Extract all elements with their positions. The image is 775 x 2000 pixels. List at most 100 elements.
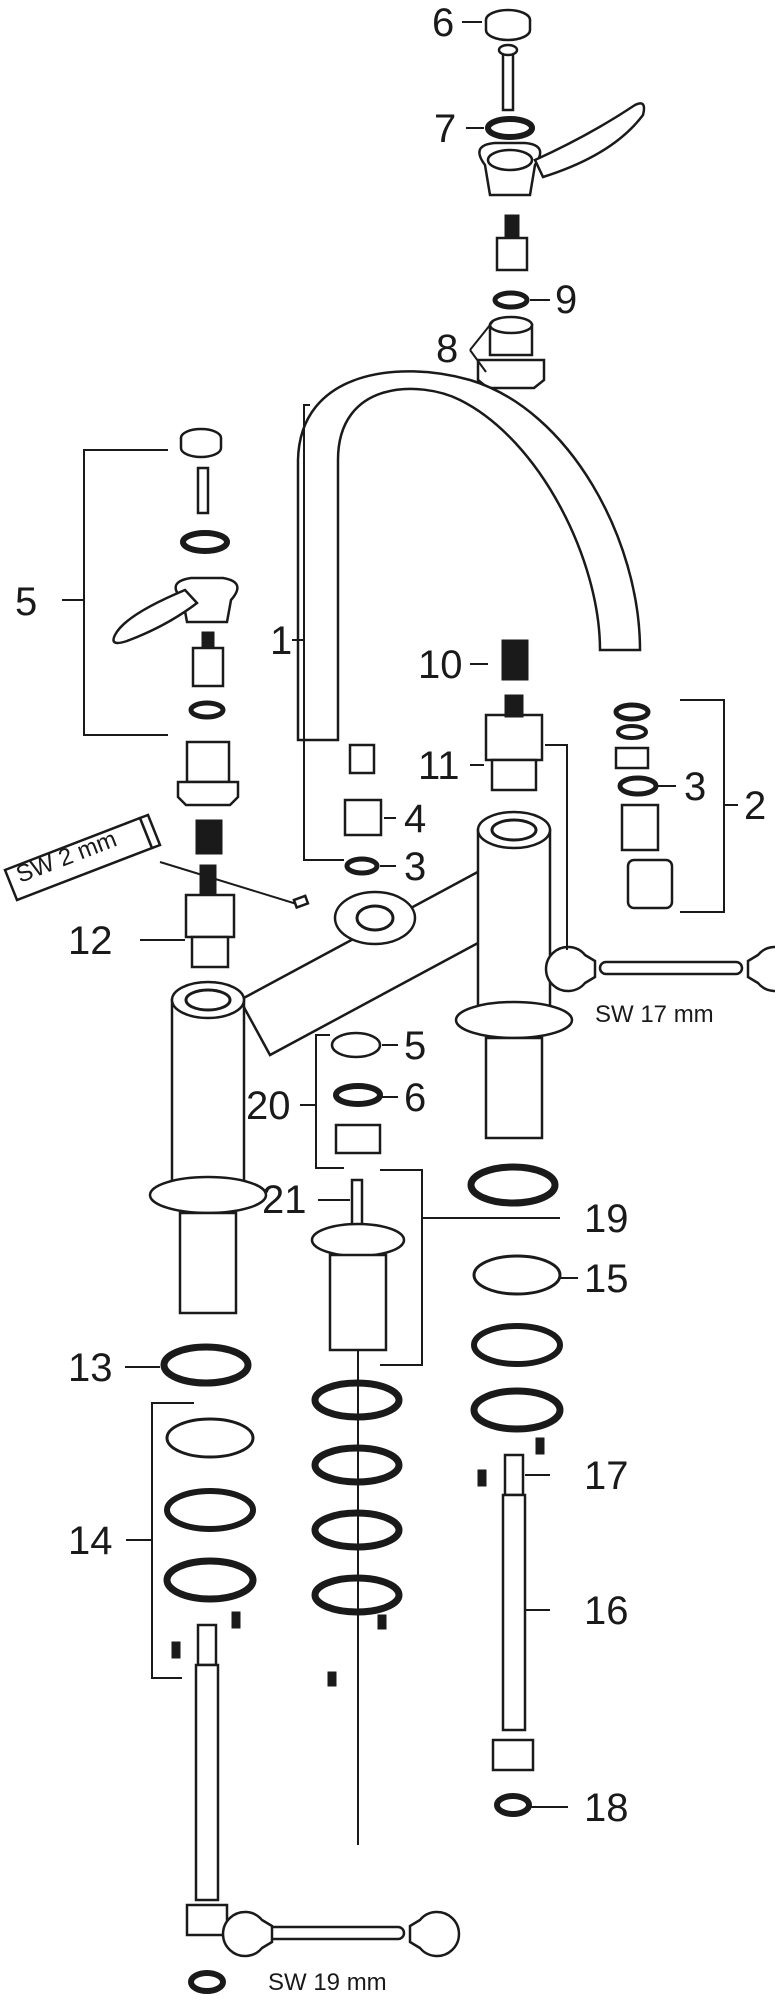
drain-thread-body xyxy=(328,1253,388,1352)
screw-top-head xyxy=(497,43,519,57)
bracket-5-left xyxy=(83,449,168,736)
left-thread-shank xyxy=(178,1211,238,1315)
wrench-lower-jaw-right xyxy=(408,1910,461,1958)
left-base-flange xyxy=(148,1175,268,1215)
adapter-left xyxy=(191,646,225,688)
hex-key-tool: SW 2 mm xyxy=(3,813,310,910)
wrench-lower-body xyxy=(260,1925,406,1941)
screw-top xyxy=(501,48,515,112)
left-riser-top-inner xyxy=(184,988,232,1012)
left-hose-nut xyxy=(185,1903,229,1937)
part-6-oring-center xyxy=(333,1083,383,1107)
right-thread-shank xyxy=(484,1036,544,1140)
aerator-washer-1 xyxy=(613,702,651,722)
wrench-upper-jaw-right xyxy=(746,945,775,993)
cartridge-11-base xyxy=(490,758,538,792)
left-washer-1 xyxy=(165,1417,255,1459)
handle-hub-top-ring xyxy=(486,148,534,172)
part-16-hose xyxy=(501,1493,527,1732)
callout-19: 19 xyxy=(584,1197,629,1241)
left-screw-1 xyxy=(231,1611,241,1629)
callout-15: 15 xyxy=(584,1257,629,1301)
wrench-upper-body xyxy=(598,960,744,976)
left-washer-2 xyxy=(164,1488,256,1532)
part-17-fitting xyxy=(503,1453,525,1497)
hex-base-left xyxy=(176,780,240,807)
right-hose-nut xyxy=(491,1738,535,1772)
aerator-washer-2 xyxy=(616,724,648,740)
center-screw-1 xyxy=(377,1614,387,1630)
oring-left-lower xyxy=(188,700,226,720)
part-13-gasket xyxy=(160,1343,252,1387)
callout-16: 16 xyxy=(584,1589,629,1633)
left-mounting-stack xyxy=(160,1343,257,1994)
right-plate xyxy=(470,1387,564,1433)
set-screw xyxy=(292,894,310,910)
bracket-19 xyxy=(380,1169,423,1366)
right-riser-top-inner xyxy=(490,818,538,842)
left-screw-2 xyxy=(171,1641,181,1659)
cartridge-11 xyxy=(484,713,544,762)
drain-flange xyxy=(310,1222,406,1258)
part-4-filter xyxy=(343,798,383,837)
aerator-body xyxy=(620,803,660,852)
callout-14: 14 xyxy=(68,1519,113,1563)
hex-key-bend xyxy=(138,813,162,850)
callout-13: 13 xyxy=(68,1346,113,1390)
callout-20: 20 xyxy=(246,1084,291,1128)
callout-numbers: 6 7 9 8 1 4 3 5 10 11 12 2 3 5 6 20 21 1… xyxy=(15,1,766,1830)
spout-group xyxy=(296,370,642,876)
bracket-14 xyxy=(151,1402,194,1679)
callout-7: 7 xyxy=(434,107,456,151)
center-seal-3 xyxy=(311,1509,403,1551)
bridge-center-port-inner xyxy=(355,904,395,932)
center-drain xyxy=(310,1031,406,1845)
callout-6-center: 6 xyxy=(404,1076,426,1120)
callout-3-left: 3 xyxy=(404,845,426,889)
nut-left xyxy=(185,740,231,784)
callout-1: 1 xyxy=(270,619,292,663)
right-riser-top xyxy=(476,810,552,850)
wrench-upper-label: SW 17 mm xyxy=(595,1001,714,1028)
callout-9: 9 xyxy=(555,278,577,322)
oring-9 xyxy=(492,290,530,310)
callout-5-left: 5 xyxy=(15,580,37,624)
top-handle-assembly xyxy=(476,8,646,390)
center-screw-2 xyxy=(327,1671,337,1687)
part-3-oring-right xyxy=(617,775,659,797)
faucet-body xyxy=(148,810,574,1315)
aerator-housing xyxy=(626,858,674,910)
aerator-insert xyxy=(614,746,650,770)
callout-10: 10 xyxy=(418,643,463,687)
center-seal-1 xyxy=(311,1379,403,1421)
cartridges xyxy=(184,639,544,969)
left-hose xyxy=(194,1663,220,1902)
oring-7 xyxy=(485,116,535,140)
callout-2: 2 xyxy=(744,784,766,828)
wrench-upper-jaw-left xyxy=(544,945,597,993)
cartridge-12-base xyxy=(190,935,230,969)
wrench-upper: SW 17 mm xyxy=(544,945,775,1028)
part-3-oring-left xyxy=(344,856,380,876)
leader-lines xyxy=(62,21,738,1808)
wrench-lower-jaw-left xyxy=(221,1910,274,1958)
cap-6-top-side xyxy=(484,20,532,42)
lever-left xyxy=(112,588,199,645)
right-base-flange xyxy=(454,1000,574,1040)
spout-tip xyxy=(348,743,376,775)
callout-8: 8 xyxy=(436,327,458,371)
wrench-lower-label: SW 19 mm xyxy=(268,1969,387,1996)
right-mounting-stack xyxy=(467,1163,564,1817)
callout-18: 18 xyxy=(584,1786,629,1830)
bracket-20 xyxy=(315,1034,344,1169)
hex-key-leader xyxy=(159,861,301,906)
left-handle-assembly xyxy=(112,427,240,807)
callout-17: 17 xyxy=(584,1454,629,1498)
right-screw-2 xyxy=(477,1469,487,1487)
left-hose-seal xyxy=(188,1970,226,1994)
screw-left xyxy=(196,466,210,515)
cap-left-side xyxy=(179,438,223,459)
spindle-top xyxy=(504,214,520,241)
lever-top xyxy=(533,102,646,179)
